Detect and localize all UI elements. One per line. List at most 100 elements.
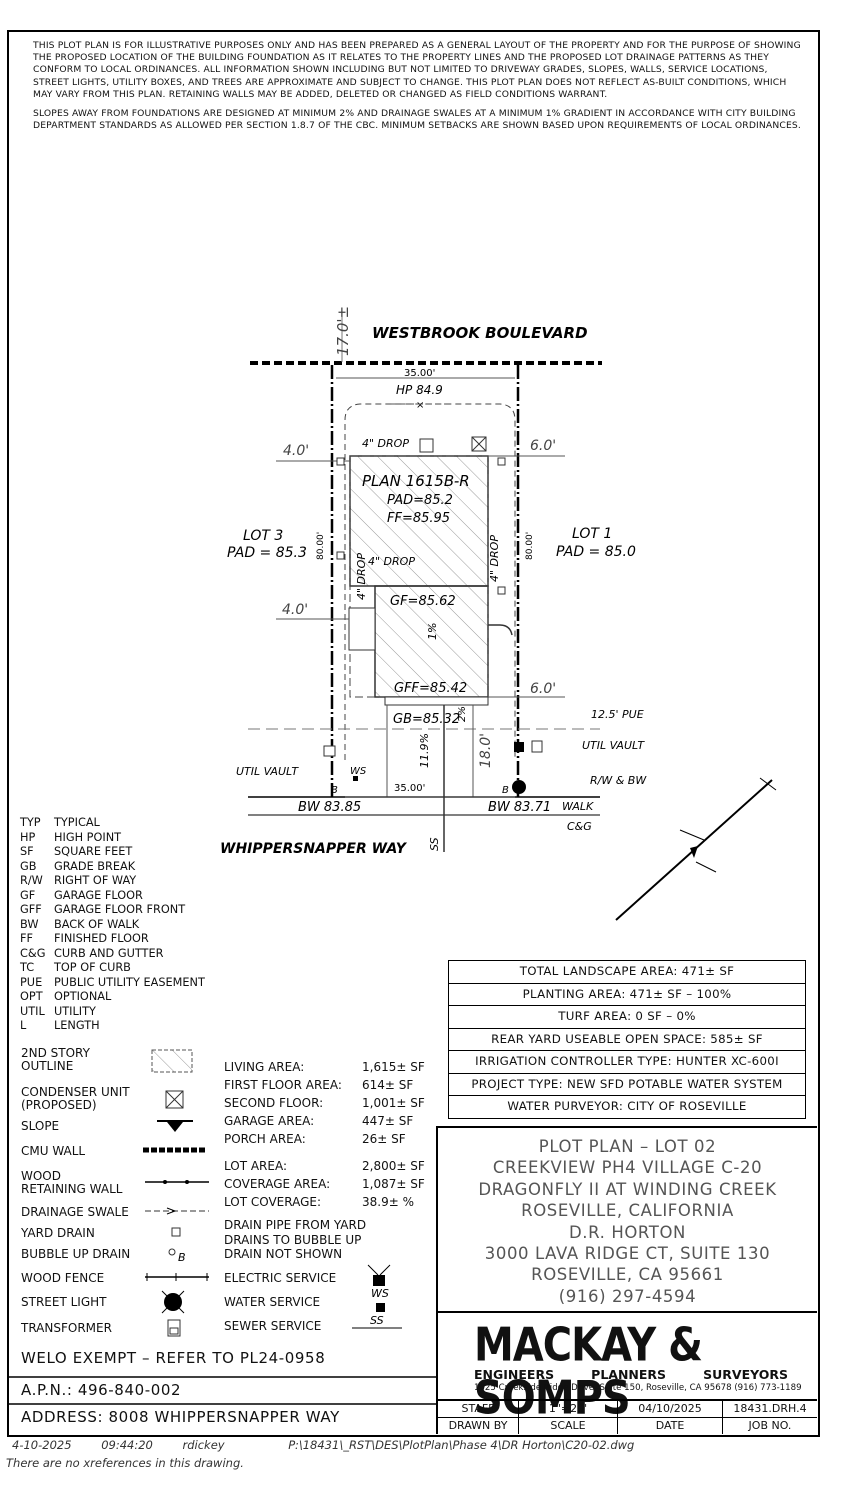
- cg-label: C&G: [567, 820, 592, 833]
- lot1-name: LOT 1: [572, 526, 612, 542]
- firm-address: 1025 Creekside Ridge Drive, Suite 150, R…: [474, 1383, 802, 1393]
- transformer-icon: [167, 1319, 181, 1337]
- title-line: DRAGONFLY II AT WINDING CREEK: [478, 1179, 777, 1199]
- title-line: ROSEVILLE, CA 95661: [531, 1265, 724, 1285]
- street-westbrook: WESTBROOK BOULEVARD: [372, 324, 588, 342]
- firm-planners: PLANNERS: [591, 1367, 667, 1382]
- walk-label: WALK: [562, 800, 594, 813]
- xref-note: There are no xreferences in this drawing…: [6, 1456, 244, 1470]
- landscape-row: TURF AREA: 0 SF – 0%: [449, 1006, 805, 1029]
- lot3-name: LOT 3: [243, 528, 283, 544]
- title-line: ROSEVILLE, CALIFORNIA: [521, 1201, 734, 1221]
- condenser-icon: [165, 1090, 184, 1109]
- util-vault-left-label: UTIL VAULT: [236, 765, 299, 778]
- setback-left-top: 4.0': [283, 443, 309, 459]
- drive-length: 18.0': [478, 733, 494, 768]
- landscape-row: WATER PURVEYOR: CITY OF ROSEVILLE: [507, 1099, 747, 1113]
- cmu-wall-icon: [143, 1147, 207, 1153]
- general-notes: THIS PLOT PLAN IS FOR ILLUSTRATIVE PURPO…: [33, 40, 803, 139]
- fence-icon: [145, 1273, 209, 1281]
- welo-note: WELO EXEMPT – REFER TO PL24-0958: [21, 1349, 326, 1367]
- width-top-label: 35.00': [404, 368, 435, 379]
- svg-text:SS: SS: [370, 1314, 384, 1327]
- util-vault-left: [323, 745, 336, 757]
- slope-icon: [157, 1120, 193, 1132]
- ff-elev: FF=85.95: [387, 511, 450, 526]
- firm-logo: MACKAY & SOMPS ENGINEERS PLANNERS SURVEY…: [436, 1311, 817, 1425]
- title-line: PLOT PLAN – LOT 02: [538, 1137, 717, 1156]
- gf-elev: GF=85.62: [390, 594, 456, 609]
- title-line: (916) 297-4594: [558, 1286, 697, 1306]
- landscape-row: REAR YARD USEABLE OPEN SPACE: 585± SF: [449, 1029, 805, 1051]
- condenser-box-1: [419, 438, 434, 453]
- landscape-row: TOTAL LANDSCAPE AREA: 471± SF: [449, 961, 805, 984]
- title-block: PLOT PLAN – LOT 02 CREEKVIEW PH4 VILLAGE …: [436, 1126, 817, 1321]
- depth-left: 80.00': [316, 532, 326, 560]
- svg-text:WS: WS: [371, 1287, 389, 1300]
- bubble-up-icon: B: [168, 1248, 186, 1264]
- house-upper: [349, 455, 489, 587]
- dim-17-label: 17.0'±: [334, 306, 352, 356]
- svg-text:B: B: [502, 785, 509, 796]
- hatch-icon: [151, 1049, 193, 1073]
- slope-2pct: 2%: [457, 706, 468, 722]
- bw-left: BW 83.85: [298, 800, 361, 815]
- lot1-pad: PAD = 85.0: [556, 544, 636, 560]
- rw-bw-label: R/W & BW: [590, 774, 647, 787]
- util-vault-right: [531, 740, 543, 753]
- pue-label: 12.5' PUE: [591, 708, 644, 721]
- legend-electric: ELECTRIC SERVICE: [224, 1264, 424, 1286]
- drop-label-mid: 4" DROP: [368, 555, 415, 568]
- street-light-icon: [161, 1290, 185, 1314]
- title-line: CREEKVIEW PH4 VILLAGE C-20: [492, 1158, 763, 1178]
- drop-label-top: 4" DROP: [362, 437, 409, 450]
- gff-elev: GFF=85.42: [394, 681, 467, 696]
- street-light: [512, 780, 526, 794]
- ss-label: SS: [428, 837, 441, 851]
- legend-water: WATER SERVICE WS: [224, 1287, 424, 1312]
- drive-slope: 11.9%: [418, 733, 431, 768]
- setback-right-top: 6.0': [530, 438, 556, 454]
- title-line: 3000 LAVA RIDGE CT, SUITE 130: [484, 1244, 771, 1264]
- sheet-border: [7, 30, 820, 1437]
- lot3-pad: PAD = 85.3: [227, 545, 307, 561]
- firm-engineers: ENGINEERS: [474, 1367, 555, 1382]
- hp-label: HP 84.9: [396, 383, 443, 397]
- setback-right-bottom: 6.0': [530, 681, 556, 697]
- plan-name: PLAN 1615B-R: [362, 472, 470, 490]
- svg-text:B: B: [178, 1251, 186, 1264]
- retaining-wall-icon: [145, 1180, 209, 1184]
- title-line: D.R. HORTON: [569, 1222, 686, 1242]
- width-bottom-label: 35.00': [394, 783, 425, 794]
- yard-drain-1: [336, 457, 345, 466]
- landscape-row: PLANTING AREA: 471± SF – 100%: [449, 984, 805, 1006]
- svg-text:B: B: [331, 785, 338, 796]
- drainage-swale: [344, 403, 516, 760]
- svg-text:×: ×: [416, 400, 424, 411]
- util-vault-right-label: UTIL VAULT: [582, 739, 645, 752]
- water-service-icon: WS: [371, 1287, 389, 1312]
- street-whippersnapper: WHIPPERSNAPPER WAY: [220, 841, 408, 857]
- slope-1pct: 1%: [426, 623, 439, 640]
- drop-label-left: 4" DROP: [355, 553, 368, 600]
- electric-service-marker: [514, 742, 524, 752]
- note-slopes: SLOPES AWAY FROM FOUNDATIONS ARE DESIGNE…: [33, 108, 801, 132]
- electric-service-icon: [367, 1264, 391, 1286]
- pad-elev: PAD=85.2: [387, 493, 453, 508]
- svg-text:WS: WS: [350, 766, 367, 777]
